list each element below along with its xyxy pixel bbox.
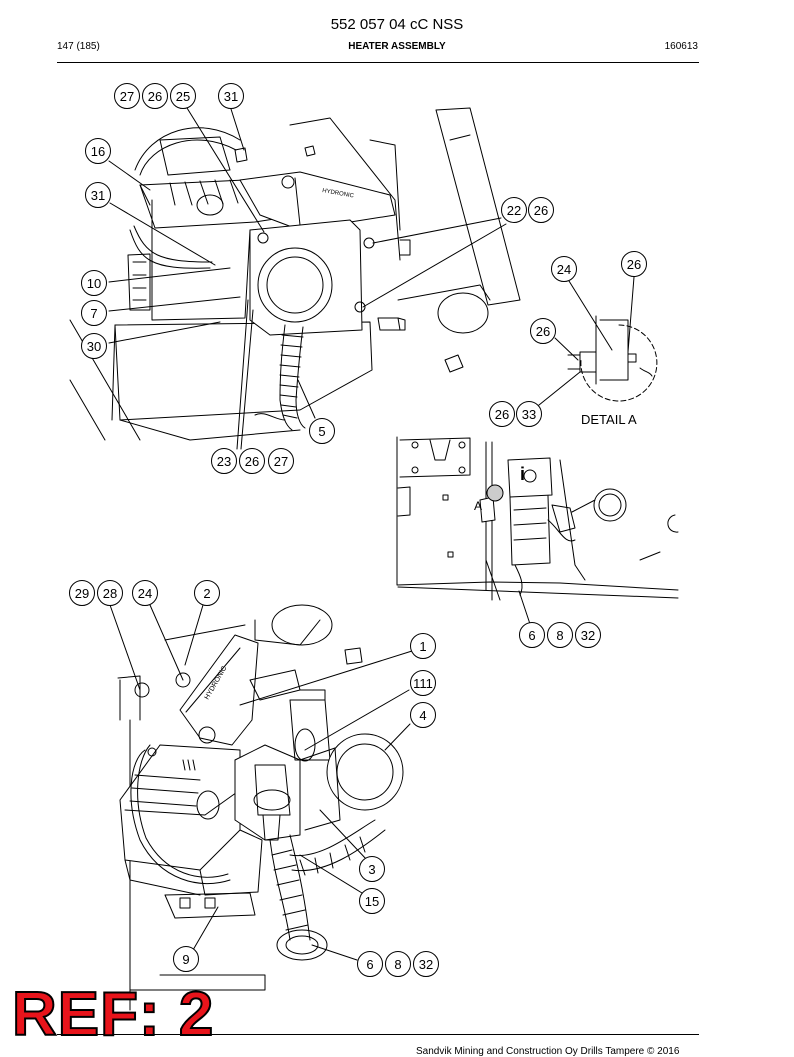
callout-27: 27 bbox=[114, 83, 140, 109]
copyright-footer: Sandvik Mining and Construction Oy Drill… bbox=[416, 1046, 680, 1057]
callout-7: 7 bbox=[81, 300, 107, 326]
callout-5: 5 bbox=[309, 418, 335, 444]
callout-33: 33 bbox=[516, 401, 542, 427]
callout-8: 8 bbox=[547, 622, 573, 648]
section-title: HEATER ASSEMBLY bbox=[348, 41, 446, 52]
callout-27: 27 bbox=[268, 448, 294, 474]
callout-29: 29 bbox=[69, 580, 95, 606]
callout-32: 32 bbox=[413, 951, 439, 977]
svg-text:HYDRONIC: HYDRONIC bbox=[322, 188, 355, 200]
bottom-view-drawing: HYDRONIC bbox=[117, 604, 404, 1011]
callout-2: 2 bbox=[194, 580, 220, 606]
callout-111: 111 bbox=[410, 670, 436, 696]
detail-a-marker: A bbox=[474, 499, 483, 513]
footer-rule bbox=[57, 1034, 699, 1035]
callout-30: 30 bbox=[81, 333, 107, 359]
callout-6: 6 bbox=[357, 951, 383, 977]
callout-9: 9 bbox=[173, 946, 199, 972]
document-number: 552 057 04 cC NSS bbox=[330, 16, 464, 33]
callout-31: 31 bbox=[85, 182, 111, 208]
top-view-drawing: HYDRONIC bbox=[69, 107, 521, 441]
callout-32: 32 bbox=[575, 622, 601, 648]
callout-28: 28 bbox=[97, 580, 123, 606]
ref-stamp: REF: 2 bbox=[11, 980, 215, 1049]
callout-26: 26 bbox=[528, 197, 554, 223]
page-counter: 147 (185) bbox=[57, 41, 100, 52]
inset-view-drawing: i bbox=[396, 436, 679, 625]
callout-26: 26 bbox=[142, 83, 168, 109]
date-code: 160613 bbox=[664, 41, 698, 52]
callout-16: 16 bbox=[85, 138, 111, 164]
detail-a-label: DETAIL A bbox=[581, 412, 637, 427]
callout-26: 26 bbox=[239, 448, 265, 474]
top-view-leaders bbox=[108, 107, 507, 450]
callout-24: 24 bbox=[551, 256, 577, 282]
svg-text:i: i bbox=[520, 464, 525, 484]
callout-1: 1 bbox=[410, 633, 436, 659]
callout-8: 8 bbox=[385, 951, 411, 977]
callout-10: 10 bbox=[81, 270, 107, 296]
callout-26: 26 bbox=[621, 251, 647, 277]
callout-25: 25 bbox=[170, 83, 196, 109]
callout-15: 15 bbox=[359, 888, 385, 914]
callout-23: 23 bbox=[211, 448, 237, 474]
callout-26: 26 bbox=[489, 401, 515, 427]
header-rule bbox=[57, 62, 699, 63]
callout-3: 3 bbox=[359, 856, 385, 882]
callout-31: 31 bbox=[218, 83, 244, 109]
callout-4: 4 bbox=[410, 702, 436, 728]
callout-6: 6 bbox=[519, 622, 545, 648]
bottom-view-leaders bbox=[109, 604, 413, 961]
callout-24: 24 bbox=[132, 580, 158, 606]
detail-a-drawing bbox=[538, 276, 658, 406]
callout-22: 22 bbox=[501, 197, 527, 223]
callout-26: 26 bbox=[530, 318, 556, 344]
